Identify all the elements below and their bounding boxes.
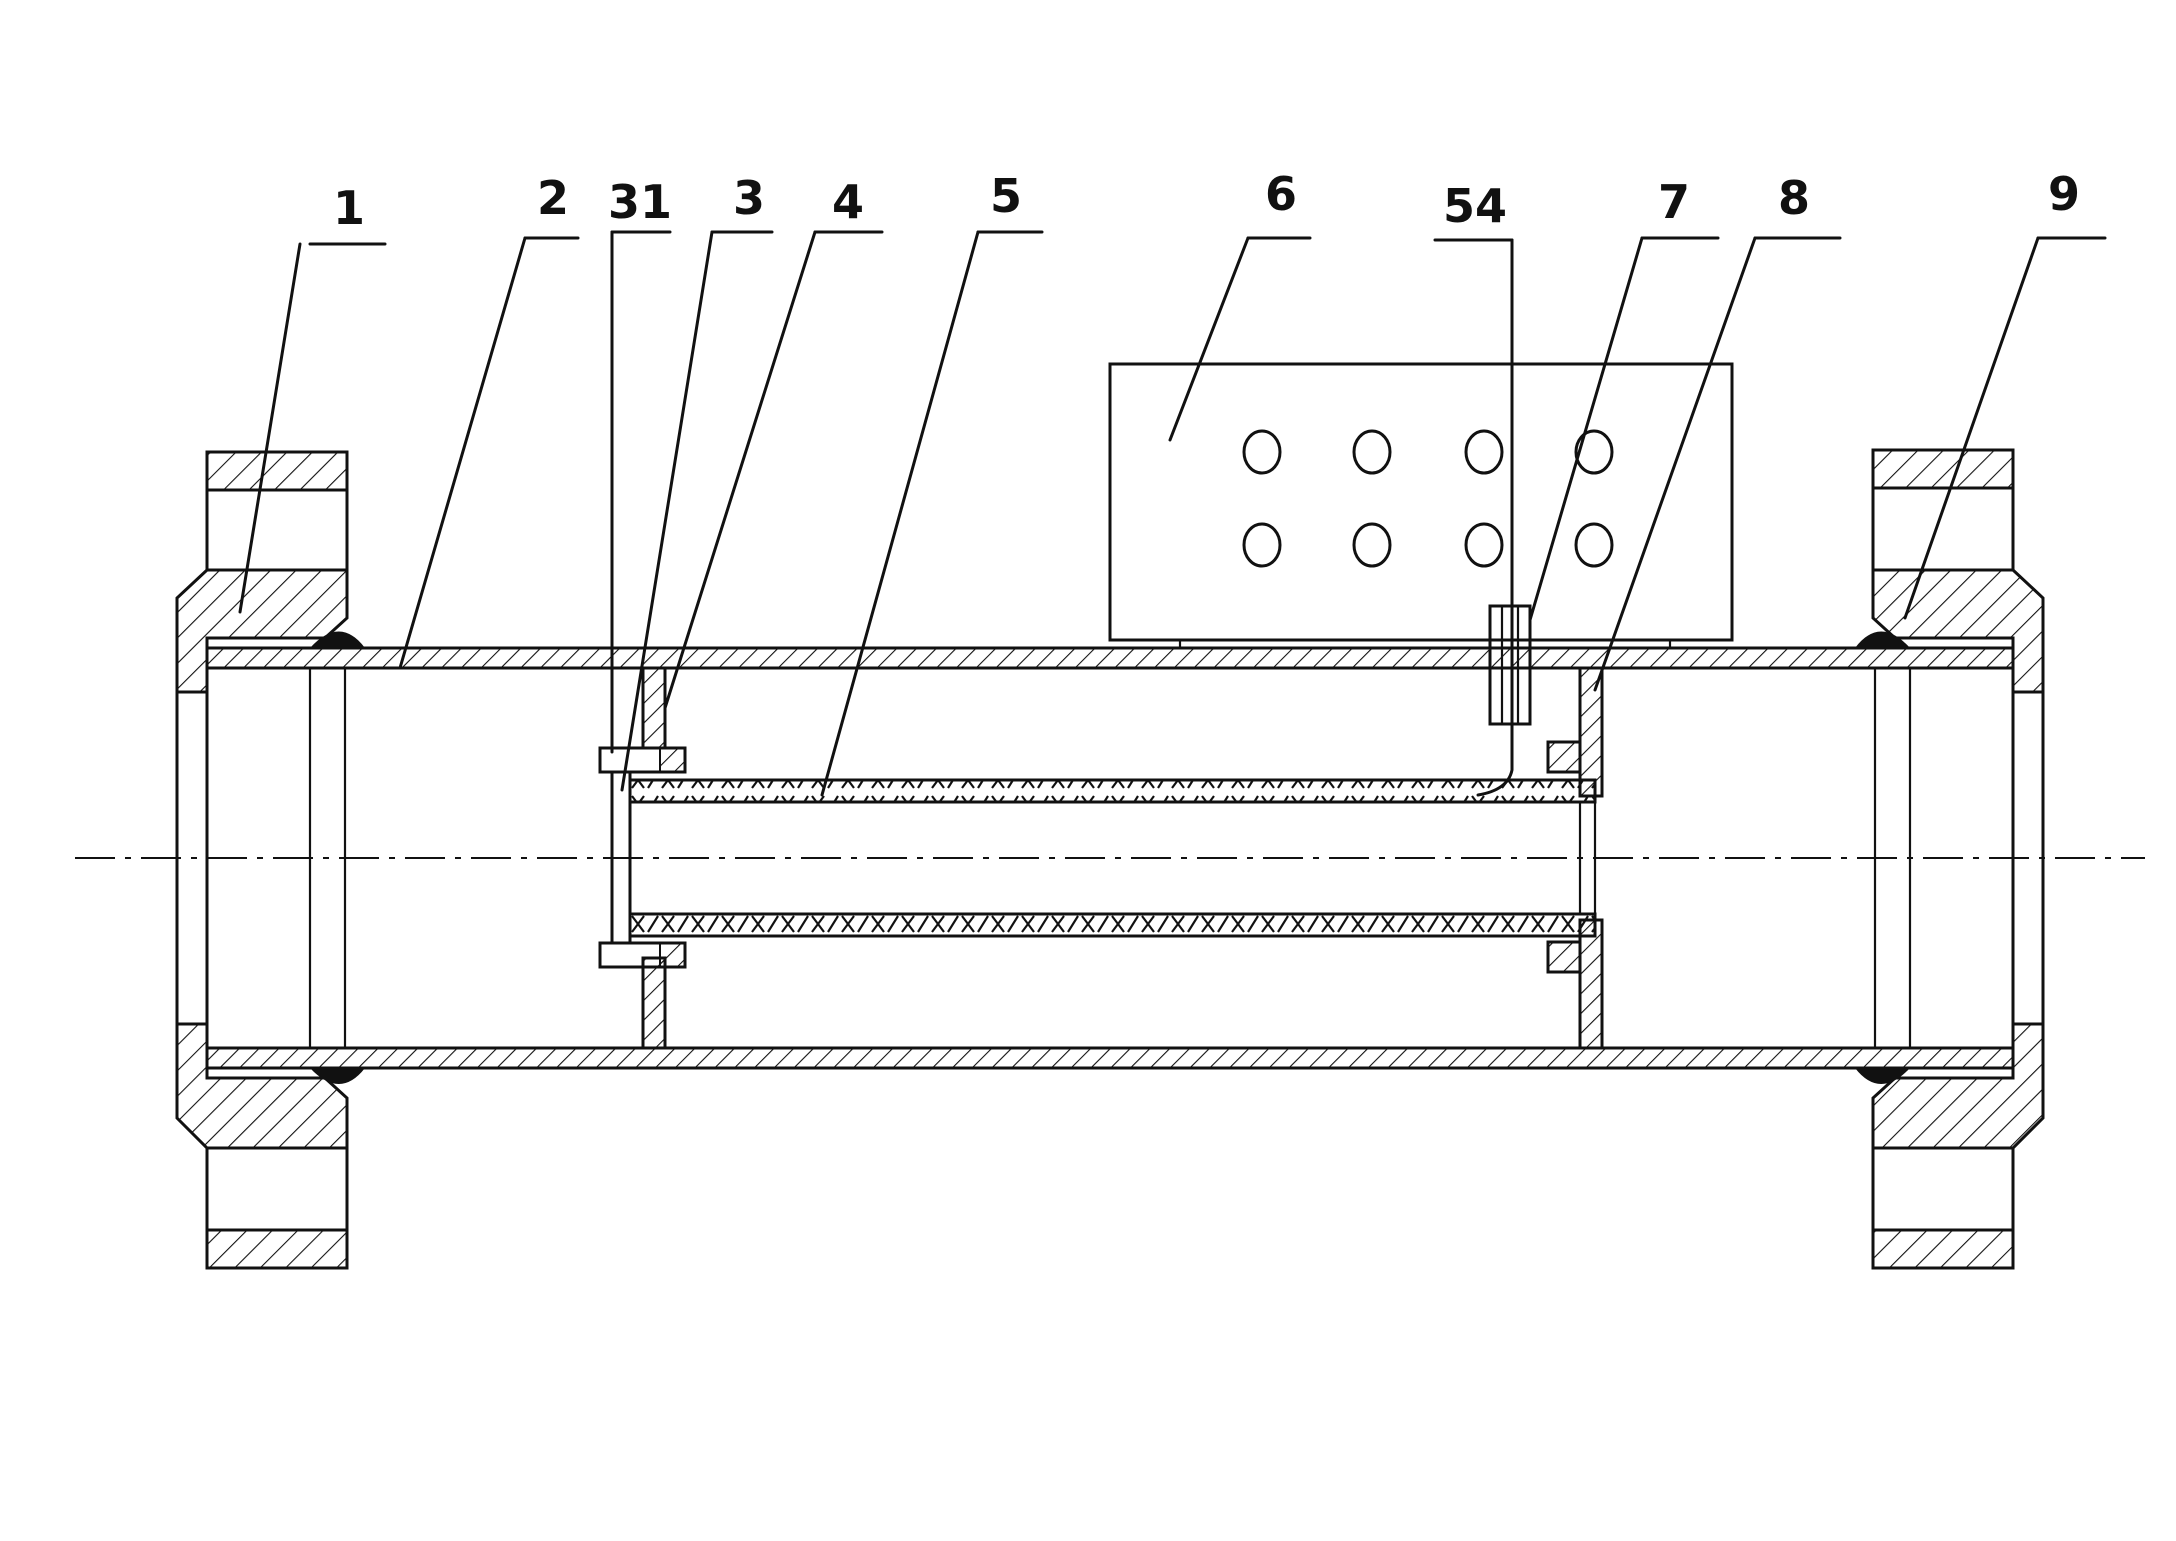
outlet-support	[1546, 666, 1604, 1050]
inner-tube	[628, 778, 1597, 938]
sensor-connector	[1476, 604, 1532, 797]
electronics-box	[1108, 362, 1734, 648]
left-flange	[175, 450, 365, 1270]
label-5: 5	[990, 169, 1022, 223]
leader-lines	[238, 230, 2107, 797]
label-4: 4	[832, 175, 864, 229]
label-3: 3	[733, 171, 765, 225]
indicator-holes	[1242, 429, 1614, 568]
outer-pipe	[205, 646, 2015, 1070]
label-1: 1	[333, 181, 365, 235]
label-7: 7	[1658, 175, 1690, 229]
label-8: 8	[1778, 171, 1810, 225]
right-flange	[1855, 448, 2045, 1270]
label-6: 6	[1265, 167, 1297, 221]
inlet-support-plate	[598, 666, 687, 1050]
label-54: 54	[1443, 179, 1507, 233]
label-31: 31	[608, 175, 672, 229]
part-labels: 1 2 31 3 4 5 6 54 7 8 9	[333, 167, 2080, 235]
label-2: 2	[537, 171, 569, 225]
label-9: 9	[2048, 167, 2080, 221]
